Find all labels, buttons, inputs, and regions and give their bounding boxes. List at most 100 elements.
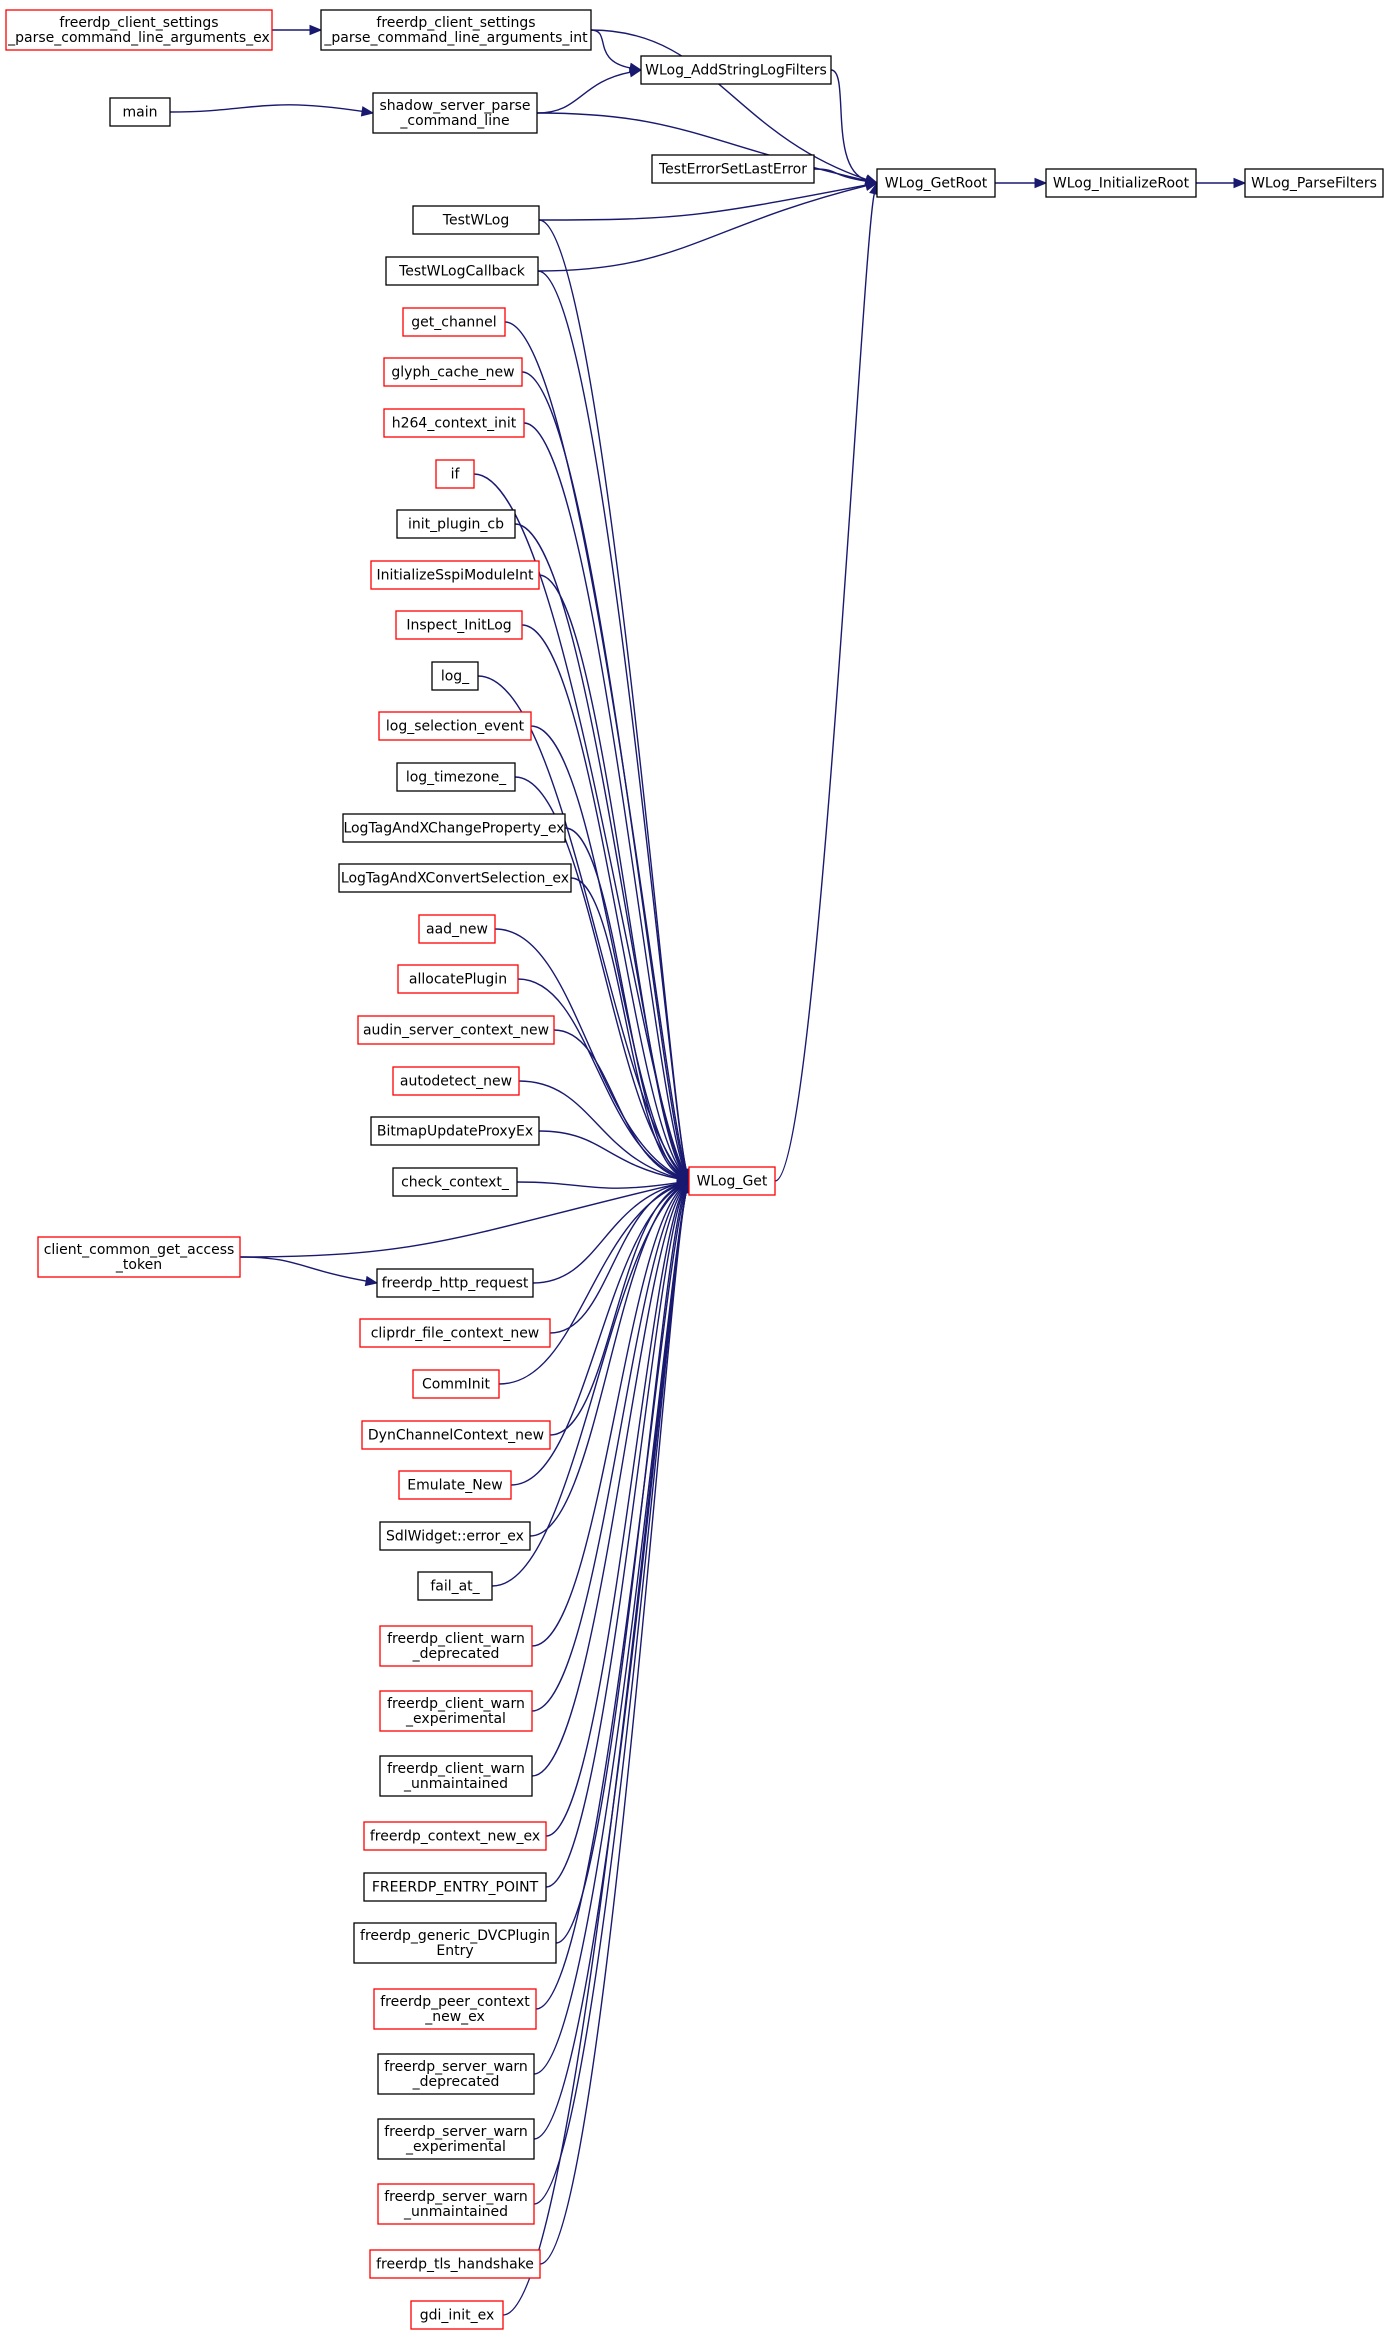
node-audin-server-context-new[interactable]: audin_server_context_new xyxy=(357,1015,555,1045)
node-freerdp-http-request[interactable]: freerdp_http_request xyxy=(376,1268,534,1298)
edge-freerdp-client-warn-experimental-to-wlog-get xyxy=(531,1179,690,1712)
node-allocateplugin[interactable]: allocatePlugin xyxy=(397,964,519,994)
node-check-context[interactable]: check_context_ xyxy=(392,1167,518,1197)
edge-wlog-initializeroot-to-wlog-parsefilters xyxy=(1196,177,1247,189)
node-box xyxy=(370,1116,540,1146)
node-glyph-cache-new[interactable]: glyph_cache_new xyxy=(383,357,523,387)
node-log[interactable]: log_ xyxy=(431,661,479,691)
node-freerdp-client-settings-ex[interactable]: freerdp_client_settings_parse_command_li… xyxy=(5,9,273,51)
node-if[interactable]: if xyxy=(435,459,475,489)
node-label: freerdp_server_warn xyxy=(384,2124,528,2140)
node-label: _experimental xyxy=(405,2139,506,2155)
edge-arrowhead xyxy=(1233,177,1247,189)
node-box xyxy=(377,2118,535,2160)
node-box xyxy=(396,509,516,539)
node-box xyxy=(373,1988,537,2030)
node-freerdp-server-warn-deprecated[interactable]: freerdp_server_warn_deprecated xyxy=(377,2053,535,2095)
node-box xyxy=(359,1318,551,1348)
node-label: Entry xyxy=(436,1943,473,1959)
node-wlog-initializeroot[interactable]: WLog_InitializeRoot xyxy=(1045,168,1197,198)
node-box xyxy=(1045,168,1197,198)
node-box xyxy=(377,2053,535,2095)
edge-inspect-initlog-to-wlog-get xyxy=(521,624,690,1183)
edge-wlog-get-to-wlog-getroot xyxy=(774,181,880,1182)
node-freerdp-peer-context-new-ex[interactable]: freerdp_peer_context_new_ex xyxy=(373,1988,537,2030)
node-label: Emulate_New xyxy=(407,1478,502,1494)
node-gdi-init-ex[interactable]: gdi_init_ex xyxy=(410,2300,504,2330)
node-client-common-get-access-token[interactable]: client_common_get_access_token xyxy=(37,1236,241,1278)
edge-line xyxy=(774,193,876,1182)
node-box xyxy=(435,459,475,489)
edge-line xyxy=(491,1187,681,1587)
edge-freerdp-client-settings-ex-to-freerdp-client-settings-int xyxy=(272,24,323,36)
node-freerdp-client-warn-deprecated[interactable]: freerdp_client_warn_deprecated xyxy=(379,1625,533,1667)
node-bitmapupdateproxyex[interactable]: BitmapUpdateProxyEx xyxy=(370,1116,540,1146)
node-logtagandxchangeproperty-ex[interactable]: LogTagAndXChangeProperty_ex xyxy=(342,813,566,843)
node-label: TestWLogCallback xyxy=(398,264,526,280)
edge-line xyxy=(531,1188,682,1647)
edge-freerdp-client-settings-int-to-wlog-addstringlogfilters xyxy=(590,29,643,73)
node-label: get_channel xyxy=(411,315,496,331)
node-label: _deprecated xyxy=(412,1646,500,1662)
node-inspect-initlog[interactable]: Inspect_InitLog xyxy=(395,610,523,640)
edge-line xyxy=(239,1256,367,1282)
edge-line xyxy=(537,270,688,1171)
node-wlog-get[interactable]: WLog_Get xyxy=(688,1166,776,1196)
node-box xyxy=(392,1066,520,1096)
node-h264-context-init[interactable]: h264_context_init xyxy=(383,408,525,438)
node-box xyxy=(412,1369,500,1399)
node-testerrorsetlasterror[interactable]: TestErrorSetLastError xyxy=(651,154,815,184)
node-label: _new_ex xyxy=(424,2009,485,2025)
edge-arrowhead xyxy=(1034,177,1048,189)
node-aad-new[interactable]: aad_new xyxy=(418,914,496,944)
node-freerdp-client-settings-int[interactable]: freerdp_client_settings_parse_command_li… xyxy=(320,9,592,51)
edge-line xyxy=(516,1181,679,1189)
node-wlog-addstringlogfilters[interactable]: WLog_AddStringLogFilters xyxy=(640,55,832,85)
node-log-timezone[interactable]: log_timezone_ xyxy=(396,762,516,792)
edge-line xyxy=(239,1182,679,1258)
node-cliprdr-file-context-new[interactable]: cliprdr_file_context_new xyxy=(359,1318,551,1348)
edge-line xyxy=(590,29,631,69)
node-comminit[interactable]: CommInit xyxy=(412,1369,500,1399)
node-freerdp-server-warn-experimental[interactable]: freerdp_server_warn_experimental xyxy=(377,2118,535,2160)
node-logtagandxconvertselection-ex[interactable]: LogTagAndXConvertSelection_ex xyxy=(338,863,572,893)
node-box xyxy=(338,863,572,893)
node-wlog-parsefilters[interactable]: WLog_ParseFilters xyxy=(1244,168,1384,198)
node-box xyxy=(418,914,496,944)
node-box xyxy=(688,1166,776,1196)
node-label: _deprecated xyxy=(412,2074,500,2090)
node-testwlogcallback[interactable]: TestWLogCallback xyxy=(385,256,539,286)
edge-line xyxy=(545,1190,685,1888)
node-initializesspimoduleint[interactable]: InitializeSspiModuleInt xyxy=(370,560,540,590)
node-box xyxy=(370,560,540,590)
node-label: freerdp_client_warn xyxy=(387,1696,525,1712)
node-init-plugin-cb[interactable]: init_plugin_cb xyxy=(396,509,516,539)
node-box xyxy=(320,9,592,51)
node-label: log_timezone_ xyxy=(406,770,507,786)
node-freerdp-server-warn-unmaintained[interactable]: freerdp_server_warn_unmaintained xyxy=(377,2183,535,2225)
node-dynchannelcontext-new[interactable]: DynChannelContext_new xyxy=(361,1420,551,1450)
node-emulate-new[interactable]: Emulate_New xyxy=(398,1470,512,1500)
node-box xyxy=(385,256,539,286)
node-label: freerdp_client_settings xyxy=(59,15,218,31)
node-label: LogTagAndXChangeProperty_ex xyxy=(343,821,564,837)
node-freerdp-entry-point[interactable]: FREERDP_ENTRY_POINT xyxy=(363,1872,547,1902)
node-label: log_ xyxy=(441,669,470,685)
node-shadow-server-parse[interactable]: shadow_server_parse_command_line xyxy=(372,92,538,134)
node-freerdp-context-new-ex[interactable]: freerdp_context_new_ex xyxy=(363,1821,547,1851)
node-fail-at[interactable]: fail_at_ xyxy=(417,1571,493,1601)
node-autodetect-new[interactable]: autodetect_new xyxy=(392,1066,520,1096)
node-freerdp-client-warn-experimental[interactable]: freerdp_client_warn_experimental xyxy=(379,1690,533,1732)
node-testwlog[interactable]: TestWLog xyxy=(412,205,540,235)
node-get-channel[interactable]: get_channel xyxy=(402,307,506,337)
node-log-selection-event[interactable]: log_selection_event xyxy=(378,711,532,741)
node-box xyxy=(109,97,171,127)
node-freerdp-tls-handshake[interactable]: freerdp_tls_handshake xyxy=(369,2249,541,2279)
edge-init-plugin-cb-to-wlog-get xyxy=(514,523,690,1183)
node-freerdp-client-warn-unmaintained[interactable]: freerdp_client_warn_unmaintained xyxy=(379,1755,533,1797)
node-label: shadow_server_parse xyxy=(379,98,530,114)
node-sdlwidget-error-ex[interactable]: SdlWidget::error_ex xyxy=(379,1521,531,1551)
node-wlog-getroot[interactable]: WLog_GetRoot xyxy=(876,168,996,198)
node-main[interactable]: main xyxy=(109,97,171,127)
